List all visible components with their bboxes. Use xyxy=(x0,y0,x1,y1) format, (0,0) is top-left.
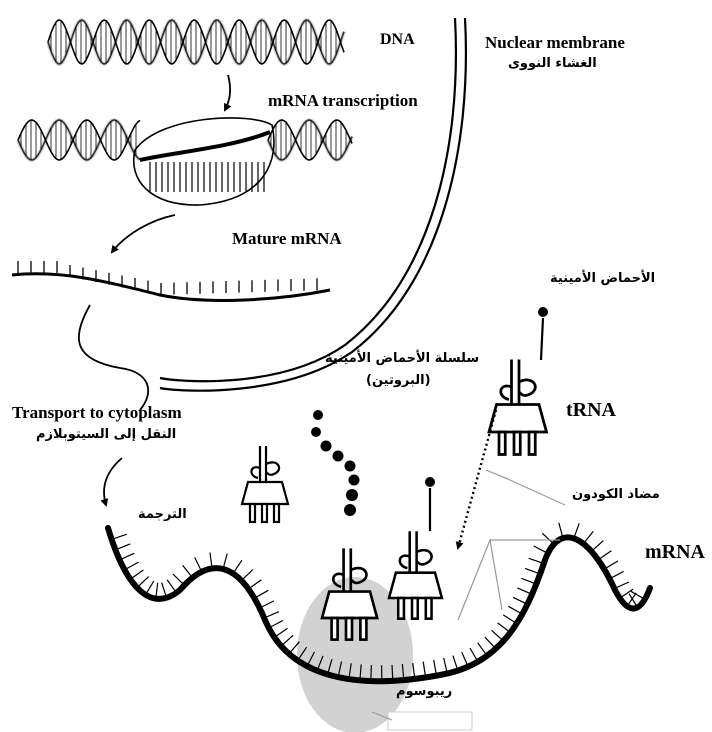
transport-label: Transport to cytoplasm xyxy=(12,403,182,422)
anticodon-label: مضاد الكودون xyxy=(572,487,660,502)
trna-movement-arrow xyxy=(455,409,498,550)
nuclear-membrane-label-ar: الغشاء النووى xyxy=(508,56,597,71)
ribosome-pointer xyxy=(371,711,393,721)
protein-label: (البروتين) xyxy=(366,373,431,388)
process-arrows xyxy=(100,74,232,507)
trna-molecules xyxy=(240,317,549,641)
amino-acid-beads xyxy=(425,307,548,487)
mature-mrna-strand xyxy=(11,261,331,411)
translation-label: الترجمة xyxy=(138,507,187,522)
mature-mrna-label: Mature mRNA xyxy=(232,229,342,248)
dna-label: DNA xyxy=(380,31,415,48)
cytoplasm-mrna xyxy=(105,522,653,685)
nuclear-membrane-label: Nuclear membrane xyxy=(485,33,625,52)
mrna-transcription-label: mRNA transcription xyxy=(268,91,418,110)
trna-label: tRNA xyxy=(566,399,616,421)
nuclear-membrane xyxy=(159,17,468,392)
transcription-bubble xyxy=(133,117,275,206)
anticodon-pointers xyxy=(457,469,566,621)
mrna-label: mRNA xyxy=(645,541,705,563)
amino-acid-chain-label: سلسلة الأحماض الأمينية xyxy=(325,351,480,366)
ribosome-label-box xyxy=(387,711,473,731)
transport-label-ar: النقل إلى السيتوبلازم xyxy=(36,427,177,442)
amino-acid-chain xyxy=(311,410,360,516)
amino-acids-label: الأحماض الأمينية xyxy=(550,271,656,286)
dna-double-helix xyxy=(46,17,346,67)
transcription-helix xyxy=(16,117,354,192)
ribosome-label: ريبوسوم xyxy=(396,684,453,699)
